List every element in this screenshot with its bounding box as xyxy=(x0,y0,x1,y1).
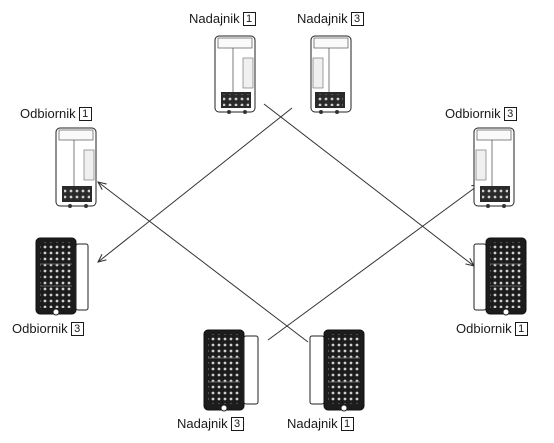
label-number: 1 xyxy=(242,12,256,26)
transmitter-3-top xyxy=(310,35,352,114)
receiver-3-right xyxy=(473,127,515,208)
beam-tx3-top-to-rx3-left xyxy=(98,107,293,262)
beam-tx1-bottom-to-rx1-left xyxy=(98,182,309,343)
receiver-1-left xyxy=(55,127,97,208)
transmitter-1-bottom xyxy=(309,329,365,412)
label-text: Odbiornik xyxy=(456,321,512,336)
label-number: 3 xyxy=(350,12,364,26)
label-text: Nadajnik xyxy=(297,11,348,26)
receiver-3-left xyxy=(35,237,89,316)
transmitter-1-top xyxy=(214,35,256,114)
label-number: 3 xyxy=(503,107,517,121)
label-text: Odbiornik xyxy=(445,106,501,121)
beam-tx1-top-to-rx1-right xyxy=(263,103,474,266)
label-text: Nadajnik xyxy=(189,11,240,26)
label-number: 1 xyxy=(514,322,528,336)
label-text: Odbiornik xyxy=(12,321,68,336)
receiver-1-right xyxy=(473,237,527,316)
transmitter-3-bottom xyxy=(203,329,259,412)
label-text: Nadajnik xyxy=(287,416,338,431)
label-number: 3 xyxy=(230,417,244,431)
label-number: 1 xyxy=(78,107,92,121)
beams xyxy=(98,103,480,343)
label-text: Odbiornik xyxy=(20,106,76,121)
beam-tx3-bottom-to-rx3-right xyxy=(267,184,480,341)
label-text: Nadajnik xyxy=(177,416,228,431)
label-number: 1 xyxy=(340,417,354,431)
label-number: 3 xyxy=(70,322,84,336)
